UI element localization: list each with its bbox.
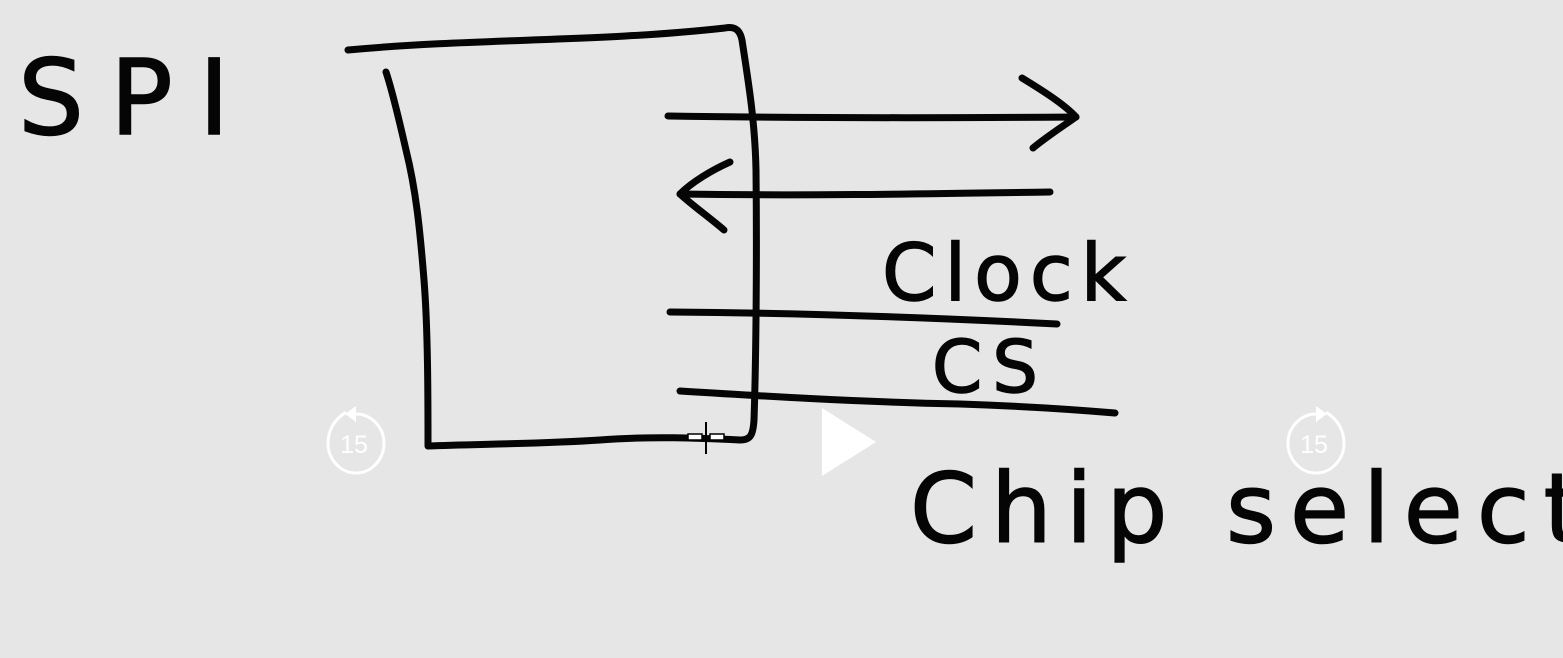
play-icon <box>822 408 876 476</box>
arrow-left-head <box>676 158 734 234</box>
rotate-left-icon <box>326 406 386 475</box>
data-in-line <box>676 188 1054 199</box>
column-resize-cursor-icon <box>684 420 728 456</box>
play-button[interactable] <box>818 406 880 478</box>
skip-forward-seconds: 15 <box>1300 431 1328 459</box>
skip-forward-button[interactable]: 15 <box>1283 405 1349 475</box>
cs-line <box>676 387 1119 417</box>
drawing-title: SPI <box>18 37 255 159</box>
clock-line <box>666 308 1061 328</box>
rotate-right-icon <box>1286 406 1346 475</box>
skip-back-button[interactable]: 15 <box>323 405 389 475</box>
skip-back-seconds: 15 <box>340 431 368 459</box>
arrow-right-head <box>1018 74 1080 152</box>
clock-label: Clock <box>882 229 1134 319</box>
cs-label: CS <box>932 325 1048 409</box>
data-out-line <box>664 112 1080 122</box>
device-box <box>344 24 760 450</box>
chip-select-label: Chip select <box>910 453 1563 565</box>
